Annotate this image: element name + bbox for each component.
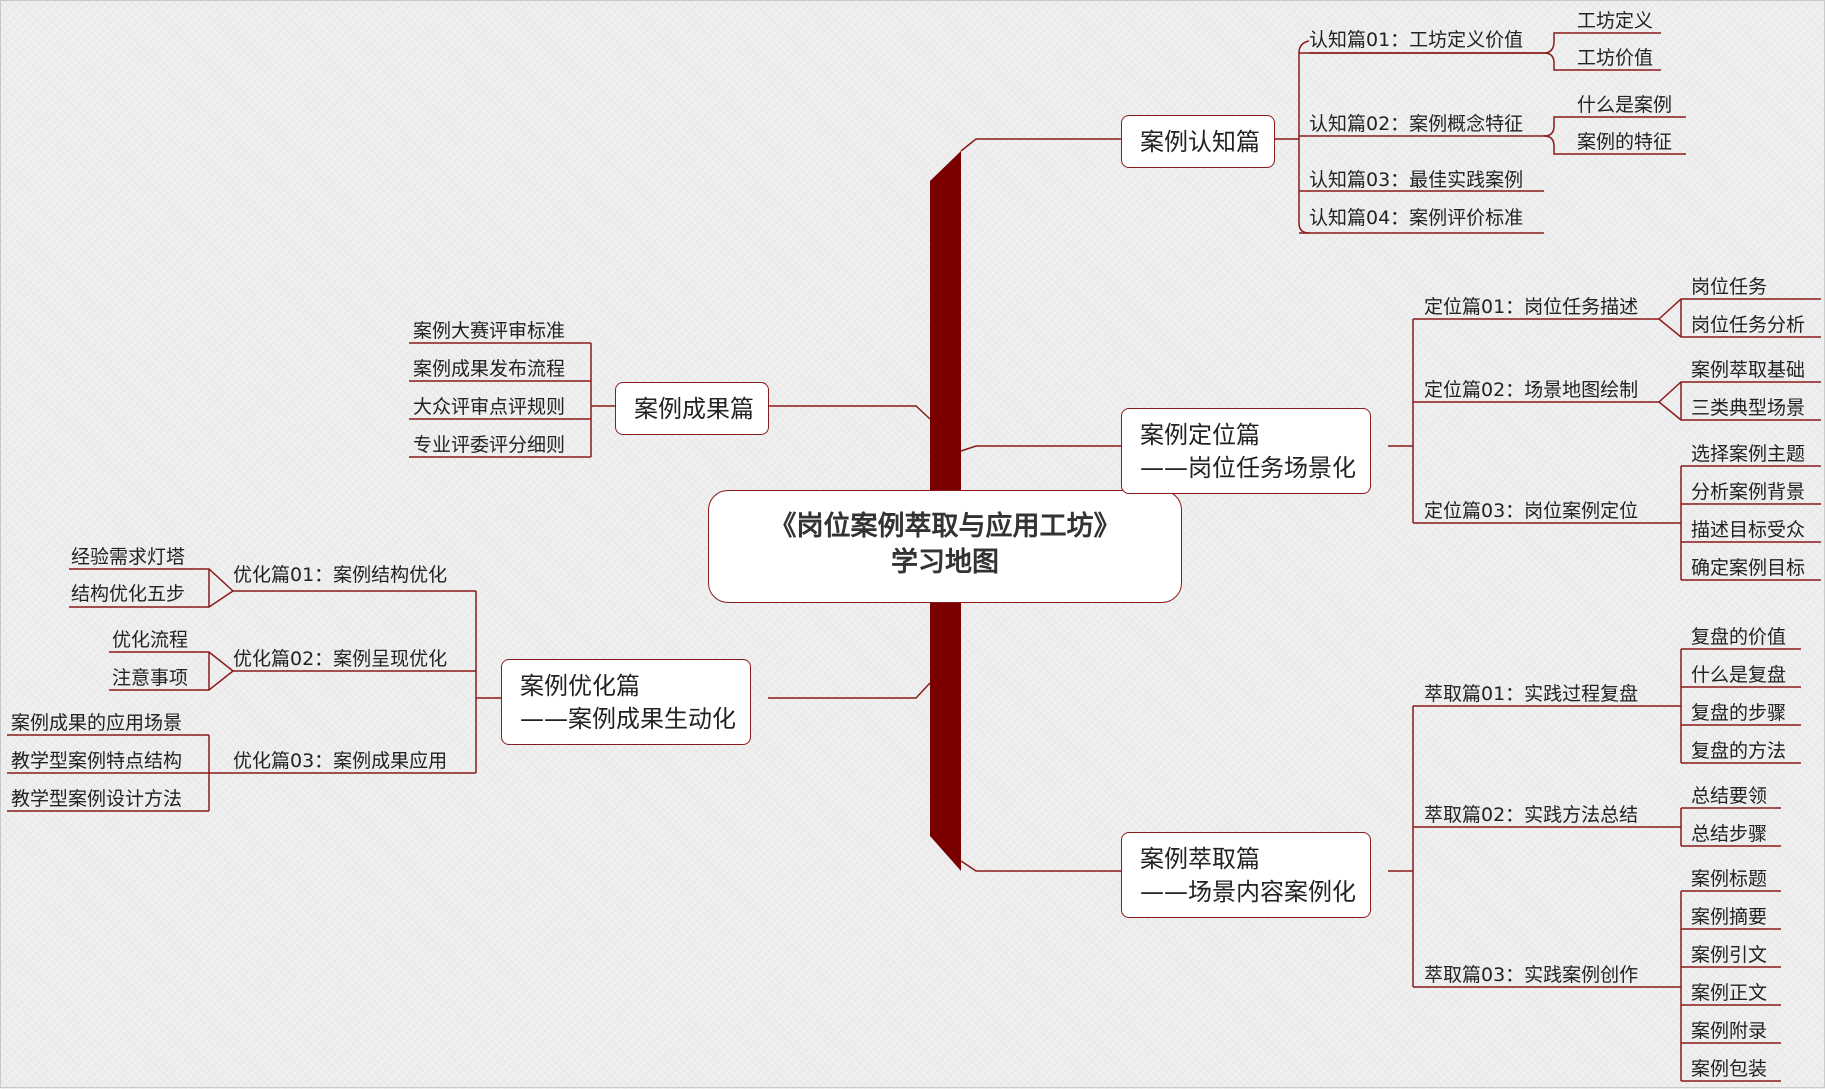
leaf-label[interactable]: 案例摘要 xyxy=(1691,906,1768,928)
connector-optimization xyxy=(768,682,931,699)
topic-subtitle: ——岗位任务场景化 xyxy=(1140,454,1356,482)
leaf-label[interactable]: 优化流程 xyxy=(112,629,189,651)
central-topic[interactable]: 《岗位案例萃取与应用工坊》 学习地图 xyxy=(708,490,1182,603)
subtopic-label[interactable]: 定位篇02：场景地图绘制 xyxy=(1424,379,1639,401)
connector-positioning xyxy=(960,445,1121,452)
topic-subtitle: ——场景内容案例化 xyxy=(1140,878,1356,906)
topic-title: 案例成果篇 xyxy=(634,395,754,423)
leaf-label[interactable]: 岗位任务分析 xyxy=(1691,314,1806,336)
topic-title: 案例优化篇 xyxy=(520,672,640,700)
connector-line xyxy=(1298,40,1310,234)
subtopic-label[interactable]: 大众评审点评规则 xyxy=(413,396,566,418)
leaf-label[interactable]: 案例成果的应用场景 xyxy=(11,712,183,734)
topic-case-cognition[interactable]: 案例认知篇 xyxy=(1121,115,1275,168)
topic-title: 案例萃取篇 xyxy=(1140,845,1260,873)
leaf-label[interactable]: 工坊价值 xyxy=(1577,47,1654,69)
leaf-label[interactable]: 案例引文 xyxy=(1691,944,1768,966)
topic-case-extraction[interactable]: 案例萃取篇 ——场景内容案例化 xyxy=(1121,832,1371,918)
subtopic-label[interactable]: 认知篇04：案例评价标准 xyxy=(1309,207,1524,229)
subtopic-label[interactable]: 专业评委评分细则 xyxy=(413,434,566,456)
subtopic-label[interactable]: 萃取篇02：实践方法总结 xyxy=(1424,804,1639,826)
leaf-label[interactable]: 什么是案例 xyxy=(1577,94,1673,116)
connector-line xyxy=(1659,891,1682,1081)
leaf-label[interactable]: 确定案例目标 xyxy=(1691,557,1806,579)
subtopic-label[interactable]: 案例大赛评审标准 xyxy=(413,320,566,342)
subtopic-label[interactable]: 定位篇01：岗位任务描述 xyxy=(1424,296,1639,318)
central-subtitle: 学习地图 xyxy=(891,547,999,578)
topic-subtitle: ——案例成果生动化 xyxy=(520,705,736,733)
leaf-label[interactable]: 选择案例主题 xyxy=(1691,443,1806,465)
connector-line xyxy=(208,735,233,811)
leaf-label[interactable]: 结构优化五步 xyxy=(71,583,186,605)
leaf-label[interactable]: 分析案例背景 xyxy=(1691,481,1806,503)
subtopic-label[interactable]: 优化篇02：案例呈现优化 xyxy=(233,648,448,670)
leaf-label[interactable]: 注意事项 xyxy=(112,667,189,689)
trunk-upper xyxy=(930,151,961,490)
subtopic-label[interactable]: 认知篇03：最佳实践案例 xyxy=(1309,169,1524,191)
subtopic-label[interactable]: 优化篇03：案例成果应用 xyxy=(233,750,448,772)
topic-title: 案例认知篇 xyxy=(1140,128,1260,156)
leaf-label[interactable]: 案例包装 xyxy=(1691,1058,1768,1080)
leaf-label[interactable]: 总结步骤 xyxy=(1691,823,1768,845)
leaf-label[interactable]: 什么是复盘 xyxy=(1691,664,1787,686)
leaf-label[interactable]: 案例正文 xyxy=(1691,982,1768,1004)
subtopic-label[interactable]: 优化篇01：案例结构优化 xyxy=(233,564,448,586)
leaf-label[interactable]: 工坊定义 xyxy=(1577,10,1654,32)
subtopic-label[interactable]: 萃取篇01：实践过程复盘 xyxy=(1424,683,1639,705)
connector-line xyxy=(1659,808,1682,846)
leaf-label[interactable]: 复盘的价值 xyxy=(1691,626,1787,648)
subtopic-label[interactable]: 案例成果发布流程 xyxy=(413,358,566,380)
leaf-label[interactable]: 复盘的步骤 xyxy=(1691,702,1787,724)
connector-cognition xyxy=(960,138,1121,152)
leaf-label[interactable]: 复盘的方法 xyxy=(1691,740,1787,762)
connector-line xyxy=(1659,649,1682,763)
trunk-lower xyxy=(930,603,961,871)
topic-case-optimization[interactable]: 案例优化篇 ——案例成果生动化 xyxy=(501,659,751,745)
leaf-label[interactable]: 教学型案例设计方法 xyxy=(11,788,183,810)
central-title: 《岗位案例萃取与应用工坊》 xyxy=(769,511,1121,542)
leaf-underline xyxy=(1543,135,1686,155)
subtopic-label[interactable]: 定位篇03：岗位案例定位 xyxy=(1424,500,1639,522)
topic-case-positioning[interactable]: 案例定位篇 ——岗位任务场景化 xyxy=(1121,408,1371,494)
leaf-label[interactable]: 总结要领 xyxy=(1691,785,1768,807)
topic-title: 案例定位篇 xyxy=(1140,421,1260,449)
leaf-underline xyxy=(1543,32,1661,54)
connector-line xyxy=(1659,466,1682,580)
leaf-label[interactable]: 案例附录 xyxy=(1691,1020,1768,1042)
leaf-underline xyxy=(1543,52,1661,71)
subtopic-label[interactable]: 认知篇01：工坊定义价值 xyxy=(1309,29,1524,51)
leaf-label[interactable]: 岗位任务 xyxy=(1691,276,1768,298)
topic-case-results[interactable]: 案例成果篇 xyxy=(615,382,769,435)
subtopic-label[interactable]: 萃取篇03：实践案例创作 xyxy=(1424,964,1639,986)
leaf-label[interactable]: 经验需求灯塔 xyxy=(71,546,186,568)
subtopic-label[interactable]: 认知篇02：案例概念特征 xyxy=(1309,113,1524,135)
leaf-label[interactable]: 描述目标受众 xyxy=(1691,519,1806,541)
leaf-label[interactable]: 案例萃取基础 xyxy=(1691,359,1806,381)
connector-results xyxy=(768,405,931,420)
leaf-label[interactable]: 教学型案例特点结构 xyxy=(11,750,183,772)
leaf-label[interactable]: 案例的特征 xyxy=(1577,131,1673,153)
leaf-label[interactable]: 三类典型场景 xyxy=(1691,397,1806,419)
connector-extraction xyxy=(960,860,1121,872)
leaf-label[interactable]: 案例标题 xyxy=(1691,868,1768,890)
